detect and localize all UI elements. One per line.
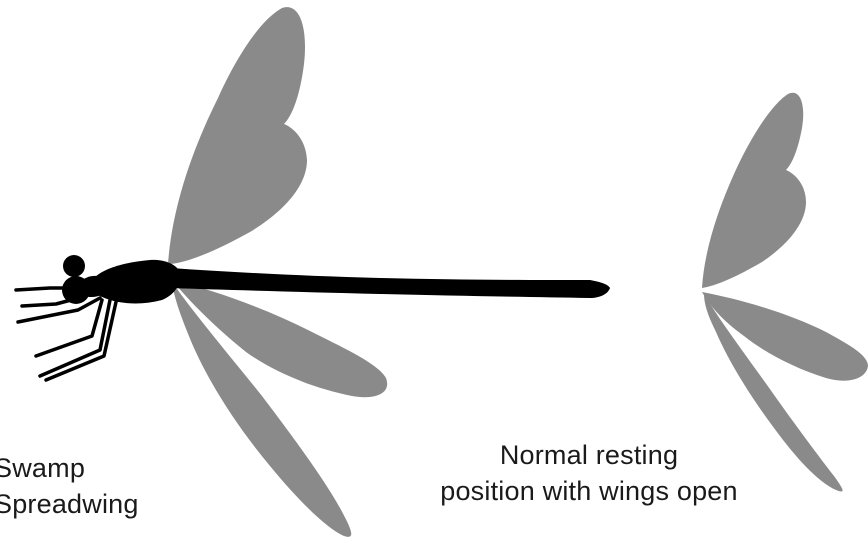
posture-caption-line-2: position with wings open <box>398 473 780 509</box>
resting-wings <box>702 93 868 492</box>
posture-caption: Normal resting position with wings open <box>398 437 780 509</box>
main-eye <box>63 255 85 277</box>
species-caption: Swamp Spreadwing <box>0 450 139 522</box>
main-body <box>62 255 610 304</box>
main-thorax <box>92 260 180 304</box>
species-caption-line-2: Spreadwing <box>0 486 139 522</box>
posture-caption-line-1: Normal resting <box>398 437 780 473</box>
species-caption-line-1: Swamp <box>0 450 139 486</box>
resting-upper-wing <box>702 93 806 288</box>
main-legs <box>16 288 116 380</box>
main-leg-mid-2 <box>36 300 102 356</box>
main-abdomen <box>170 268 610 298</box>
main-upper-wing <box>168 7 307 264</box>
main-leg-front-1 <box>16 288 84 290</box>
